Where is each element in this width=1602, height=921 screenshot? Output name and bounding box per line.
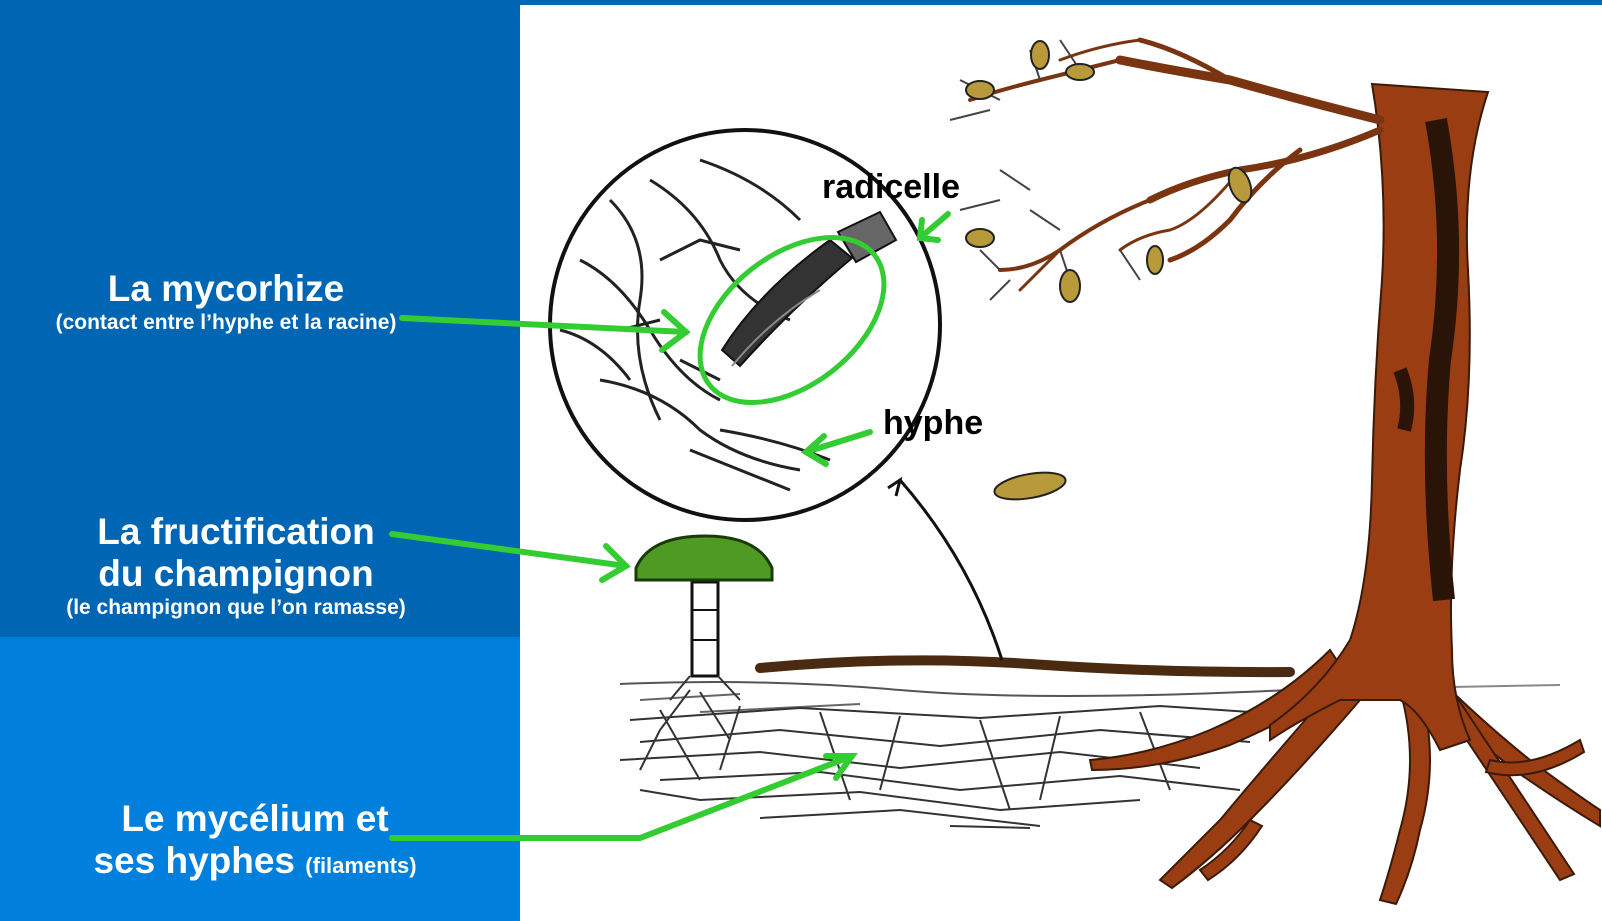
mycorhize-subtitle: (contact entre l’hyphe et la racine) xyxy=(0,310,452,336)
fructification-title-line1: La fructification xyxy=(0,511,472,553)
mycelium-title-line2: ses hyphes xyxy=(93,840,295,881)
mushroom xyxy=(636,536,772,700)
magnify-pointer-line xyxy=(888,480,1002,660)
green-arrows xyxy=(392,214,948,838)
tree-trunk xyxy=(1270,84,1488,750)
mycelium-title-line1: Le mycélium et xyxy=(0,798,510,840)
hyphe-label: hyphe xyxy=(883,404,983,442)
radicelle-label: radicelle xyxy=(822,168,960,206)
mycelium-small-note: (filaments) xyxy=(305,853,416,878)
fructification-title-line2: du champignon xyxy=(0,553,472,595)
fructification-subtitle: (le champignon que l’on ramasse) xyxy=(0,595,472,621)
tree-branches xyxy=(970,40,1380,290)
fructification-label: La fructification du champignon (le cham… xyxy=(0,511,472,621)
mycorhize-label: La mycorhize (contact entre l’hyphe et l… xyxy=(0,268,452,336)
tree-leaves xyxy=(966,41,1256,504)
mycorhize-title: La mycorhize xyxy=(0,268,452,310)
mycelium-title-line2-wrap: ses hyphes (filaments) xyxy=(0,840,510,887)
mycelium-label: Le mycélium et ses hyphes (filaments) xyxy=(0,798,510,887)
